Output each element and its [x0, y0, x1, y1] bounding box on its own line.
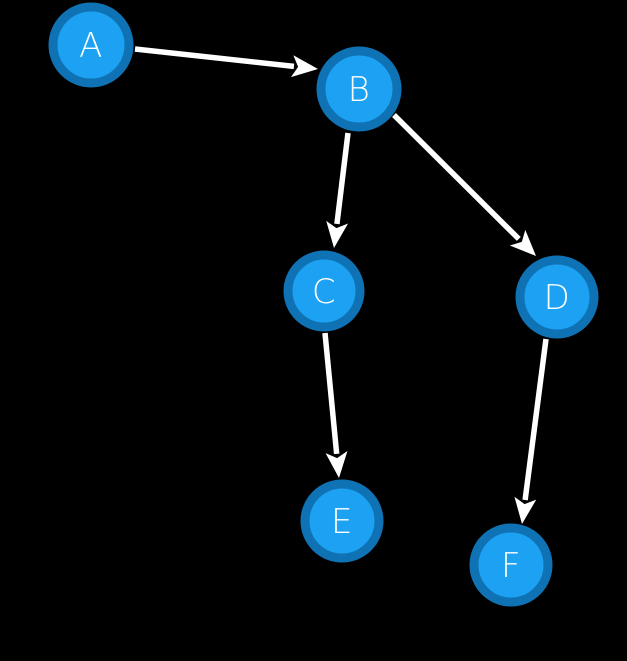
edge-arrowhead	[325, 451, 348, 478]
node-circle-B[interactable]	[316, 46, 402, 132]
node-circle-D[interactable]	[515, 255, 599, 339]
node-circle-A[interactable]	[48, 2, 134, 88]
graph-node-E[interactable]: E	[300, 479, 384, 563]
graph-edge-A-B	[134, 46, 318, 78]
graph-edge-B-C	[326, 132, 351, 248]
nodes-layer: A B C D E F	[48, 2, 599, 607]
edge-shaft	[334, 132, 351, 225]
graph-node-B[interactable]: B	[316, 46, 402, 132]
edge-arrowhead	[514, 496, 537, 524]
edge-arrowhead	[290, 55, 318, 78]
edge-shaft	[322, 332, 340, 455]
node-circle-F[interactable]	[469, 523, 553, 607]
node-circle-C[interactable]	[283, 250, 365, 332]
node-label-F: F	[501, 546, 521, 586]
graph-node-C[interactable]: C	[283, 250, 365, 332]
graph-edge-B-D	[392, 113, 536, 256]
node-circle-E[interactable]	[300, 479, 384, 563]
node-label-B: B	[348, 70, 371, 110]
edge-shaft	[522, 338, 549, 501]
edge-arrowhead	[509, 229, 536, 256]
graph-edge-C-E	[322, 332, 348, 478]
edges-layer	[134, 46, 549, 524]
node-label-A: A	[79, 26, 103, 66]
graph-node-F[interactable]: F	[469, 523, 553, 607]
node-label-D: D	[544, 278, 571, 318]
edge-arrowhead	[326, 220, 349, 248]
graph-node-A[interactable]: A	[48, 2, 134, 88]
graph-edge-D-F	[514, 338, 549, 524]
node-label-E: E	[331, 502, 353, 542]
edge-shaft	[134, 46, 295, 70]
graph-node-D[interactable]: D	[515, 255, 599, 339]
edge-shaft	[392, 113, 521, 241]
node-label-C: C	[312, 272, 336, 312]
